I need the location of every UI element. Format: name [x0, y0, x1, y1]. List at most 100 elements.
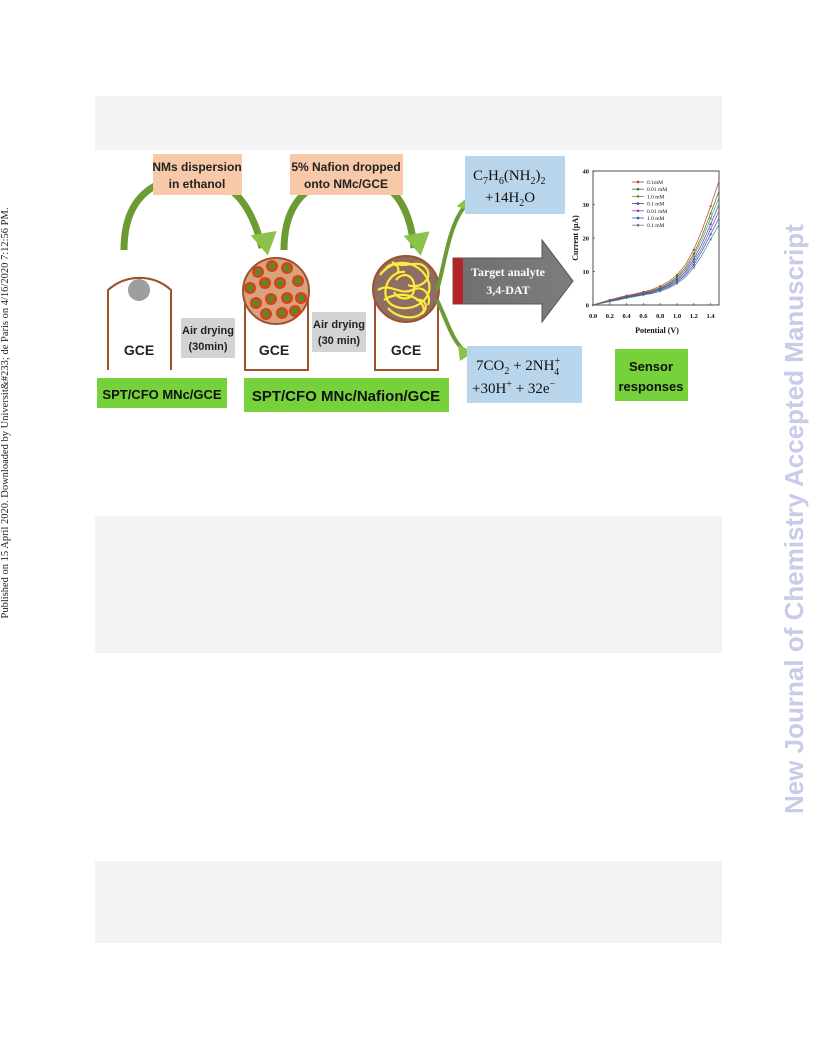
series-point: [709, 233, 712, 236]
series-point: [675, 279, 679, 282]
journal-watermark: New Journal of Chemistry Accepted Manusc…: [779, 224, 809, 814]
series-point: [709, 217, 712, 220]
legend-label: 0.1mM: [647, 180, 663, 186]
step1-box: [153, 154, 242, 195]
placeholder-block-1: [95, 96, 722, 150]
x-tick-label: 1.2: [690, 313, 698, 320]
electrode-2-label: GCE: [259, 342, 289, 358]
series-point: [659, 287, 662, 291]
air-drying-1-box: [181, 318, 235, 358]
series-point: [659, 288, 662, 291]
series-point: [608, 299, 611, 303]
series-point: [642, 291, 645, 295]
arrow-label-line2: 3,4-DAT: [486, 283, 529, 297]
product-box: [467, 346, 582, 403]
air-drying-2-box: [312, 312, 366, 352]
electrode-1-label: GCE: [124, 342, 154, 358]
series-point: [692, 248, 695, 251]
electrode-1-disk: [128, 279, 150, 301]
series-point: [591, 303, 595, 307]
legend-swatch-marker: [636, 216, 640, 220]
process-arrow-2: [280, 174, 418, 251]
chart-ylabel: Current (μA): [571, 215, 580, 261]
series-point: [642, 293, 645, 296]
air-drying-1-line2: (30min): [188, 341, 227, 353]
series-point: [625, 296, 628, 299]
y-tick-label: 30: [583, 202, 590, 209]
air-drying-1-line1: Air drying: [182, 325, 234, 337]
air-drying-2-line2: (30 min): [318, 335, 361, 347]
legend-label: 0.01 mM: [647, 187, 667, 193]
series-point: [659, 289, 662, 292]
chart-frame: [592, 170, 720, 306]
series-point: [625, 294, 628, 297]
reactant-line2: +14H2O: [485, 190, 535, 209]
series-point: [591, 303, 595, 307]
target-analyte-arrow: [452, 238, 574, 324]
series-point: [675, 273, 679, 276]
step1-label-line1: NMs dispersion: [152, 160, 241, 174]
series-point: [625, 295, 628, 298]
legend-label: 0.01 mM: [647, 209, 667, 215]
legend-label: 0.1 mM: [647, 202, 665, 208]
step1-label-line2: in ethanol: [169, 177, 226, 191]
placeholder-block-2: [95, 516, 722, 653]
series-point: [642, 292, 645, 296]
product-line2: +30H+ + 32e−: [472, 379, 556, 397]
series-point: [692, 252, 695, 255]
series-point: [675, 282, 679, 285]
series-point: [642, 292, 645, 295]
series-point: [642, 292, 645, 295]
series-point: [675, 275, 679, 278]
bottom-label-2: SPT/CFO MNc/Nafion/GCE: [252, 388, 440, 405]
y-tick-label: 40: [583, 169, 590, 176]
series-point: [675, 278, 679, 281]
chart-xlabel: Potential (V): [635, 326, 679, 335]
x-tick-label: 0.0: [589, 313, 597, 320]
placeholder-block-3: [95, 861, 722, 943]
series-point: [608, 299, 611, 302]
series-point: [709, 223, 712, 226]
process-arrow-2-head: [403, 231, 430, 256]
step2-box: [290, 154, 403, 195]
x-tick-label: 1.4: [707, 313, 716, 320]
series-point: [591, 303, 595, 307]
series-point: [625, 296, 628, 300]
series-point: [709, 212, 712, 215]
process-arrow-1: [120, 174, 266, 251]
series-point: [692, 266, 695, 269]
series-line: [592, 204, 720, 306]
electrode-3-label: GCE: [391, 342, 421, 358]
bottom-label-2-box: [244, 378, 449, 412]
series-point: [642, 293, 645, 297]
nanocomposite-particles: [244, 260, 307, 320]
series-point: [625, 296, 628, 299]
series-line: [592, 217, 720, 306]
electrode-2-coating: [242, 257, 310, 325]
series-line: [592, 224, 720, 306]
series-point: [608, 300, 611, 303]
series-line: [592, 197, 720, 306]
series-point: [659, 287, 662, 290]
step2-label-line1: 5% Nafion dropped: [291, 160, 400, 174]
publication-notice: Published on 15 April 2020. Downloaded b…: [0, 207, 11, 619]
legend-label: 1.0 mM: [647, 194, 665, 200]
y-tick-label: 0: [586, 303, 589, 310]
series-point: [591, 303, 595, 307]
series-point: [675, 281, 679, 284]
legend-swatch-marker: [636, 187, 640, 191]
legend-swatch-marker: [636, 202, 640, 205]
series-point: [692, 258, 695, 261]
arrow-label-line1: Target analyte: [471, 265, 546, 279]
series-point: [692, 261, 695, 264]
sensor-label-line2: responses: [618, 379, 683, 394]
legend-label: 1.0 mM: [647, 216, 665, 222]
series-point: [591, 303, 595, 307]
x-tick-label: 0.2: [606, 313, 614, 320]
electrode-3-coating: [372, 255, 440, 323]
electrode-2-body: [244, 299, 309, 371]
branch-arrow-up: [435, 203, 468, 291]
series-point: [608, 299, 611, 302]
reactant-box: [465, 156, 565, 214]
